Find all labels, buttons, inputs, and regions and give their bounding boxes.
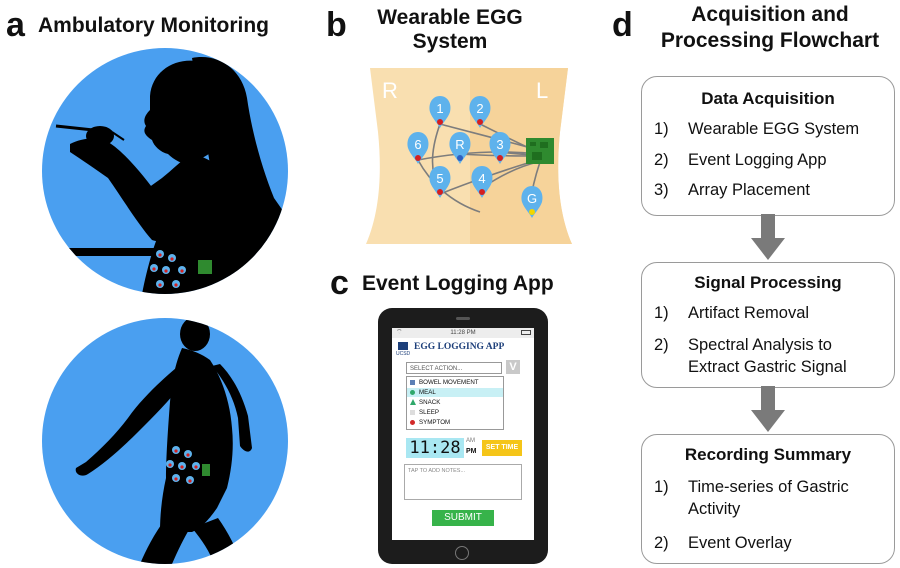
box-title: Recording Summary (684, 445, 852, 464)
electrode-reference: R (449, 132, 471, 164)
panel-a-title: Ambulatory Monitoring (38, 14, 269, 37)
option-meal[interactable]: MEAL (407, 388, 503, 397)
box-data-acquisition: Data Acquisition 1) Wearable EGG System … (641, 76, 895, 216)
list-item: 1) Time-series of Gastric Activity (654, 478, 849, 518)
svg-text:1: 1 (436, 101, 443, 116)
phone-screen: 11:28 PM ⌔ UCSD EGG LOGGING APP SELECT A… (392, 328, 534, 540)
square-icon (410, 410, 415, 415)
triangle-icon (410, 399, 416, 405)
app-title: EGG LOGGING APP (414, 342, 505, 352)
select-action-dropdown[interactable]: SELECT ACTION... (406, 362, 502, 374)
select-placeholder: SELECT ACTION... (410, 366, 463, 372)
circle-icon (410, 420, 415, 425)
notes-textarea[interactable]: TAP TO ADD NOTES... (404, 464, 522, 500)
running-scene-circle (42, 318, 288, 564)
box-title: Data Acquisition (701, 89, 835, 108)
panel-d-letter: d (612, 6, 633, 44)
status-time: 11:28 PM (450, 330, 476, 336)
status-bar: 11:28 PM ⌔ (392, 328, 534, 338)
eating-silhouette (50, 57, 288, 294)
box-title: Signal Processing (694, 273, 842, 292)
panel-b-title-line1: Wearable EGG (377, 6, 523, 29)
ucsd-logo-icon (398, 342, 408, 350)
panel-d-title-line2: Processing Flowchart (660, 29, 880, 52)
list-item: 2) Event Overlay (654, 534, 792, 552)
option-sleep[interactable]: SLEEP (407, 408, 503, 417)
action-options-list: BOWEL MOVEMENT MEAL SNACK SLEEP SYMPTOM (406, 376, 504, 430)
box-recording-summary: Recording Summary 1) Time-series of Gast… (641, 434, 895, 564)
wifi-icon: ⌔ (396, 329, 403, 336)
arrow-down-icon (751, 386, 785, 432)
panel-d-title: Acquisition and Processing Flowchart (650, 2, 890, 54)
electrode-4: 4 (471, 166, 493, 198)
panel-a-letter: a (6, 6, 25, 44)
am-label[interactable]: AM (466, 438, 475, 444)
electrode-ground: G (521, 186, 543, 218)
electrode-2: 2 (469, 96, 491, 128)
ucsd-logo-text: UCSD (396, 351, 411, 357)
electrode-array-running (166, 446, 210, 484)
electrode-5: 5 (429, 166, 451, 198)
abdomen-electrode-diagram: R L 1 2 6 R 3 5 4 G (366, 68, 572, 244)
panel-c-title: Event Logging App (362, 272, 554, 295)
battery-icon (521, 330, 531, 335)
svg-text:4: 4 (478, 171, 485, 186)
svg-text:2: 2 (476, 101, 483, 116)
home-button[interactable] (455, 546, 469, 560)
side-left-label: L (536, 78, 548, 103)
arrow-down-icon (751, 214, 785, 260)
option-bowel-movement[interactable]: BOWEL MOVEMENT (407, 378, 503, 387)
panel-d-title-line1: Acquisition and (691, 3, 849, 26)
amplifier-board (526, 138, 554, 164)
notes-placeholder: TAP TO ADD NOTES... (408, 468, 466, 474)
list-item: 1) Wearable EGG System (654, 120, 860, 138)
svg-text:G: G (527, 191, 537, 206)
dropdown-chevron-button[interactable]: V (506, 360, 520, 374)
option-symptom[interactable]: SYMPTOM (407, 418, 503, 427)
pm-label[interactable]: PM (466, 448, 477, 455)
panel-b-title: Wearable EGG System (350, 6, 550, 54)
time-display[interactable]: 11:28 (406, 438, 464, 458)
list-item: 1) Artifact Removal (654, 304, 810, 322)
panel-b-letter: b (326, 6, 347, 44)
side-right-label: R (382, 78, 398, 103)
box-signal-processing: Signal Processing 1) Artifact Removal 2)… (641, 262, 895, 388)
electrode-6: 6 (407, 132, 429, 164)
submit-button[interactable]: SUBMIT (432, 510, 494, 526)
list-item: 3) Array Placement (654, 181, 810, 199)
circle-icon (410, 390, 415, 395)
svg-text:3: 3 (496, 137, 503, 152)
eating-scene-circle (42, 48, 288, 294)
set-time-button[interactable]: SET TIME (482, 440, 522, 456)
svg-text:6: 6 (414, 137, 421, 152)
panel-c-letter: c (330, 264, 349, 302)
speaker-grille (456, 317, 470, 320)
electrode-3: 3 (489, 132, 511, 164)
electrode-1: 1 (429, 96, 451, 128)
panel-b-title-line2: System (412, 30, 488, 53)
square-icon (410, 380, 415, 385)
phone-frame: 11:28 PM ⌔ UCSD EGG LOGGING APP SELECT A… (378, 308, 548, 564)
list-item: 2) Spectral Analysis to Extract Gastric … (654, 336, 847, 376)
list-item: 2) Event Logging App (654, 151, 827, 169)
electrode-array (150, 250, 212, 288)
svg-text:5: 5 (436, 171, 443, 186)
running-silhouette (75, 318, 252, 564)
svg-text:R: R (455, 137, 464, 152)
option-snack[interactable]: SNACK (407, 398, 503, 407)
